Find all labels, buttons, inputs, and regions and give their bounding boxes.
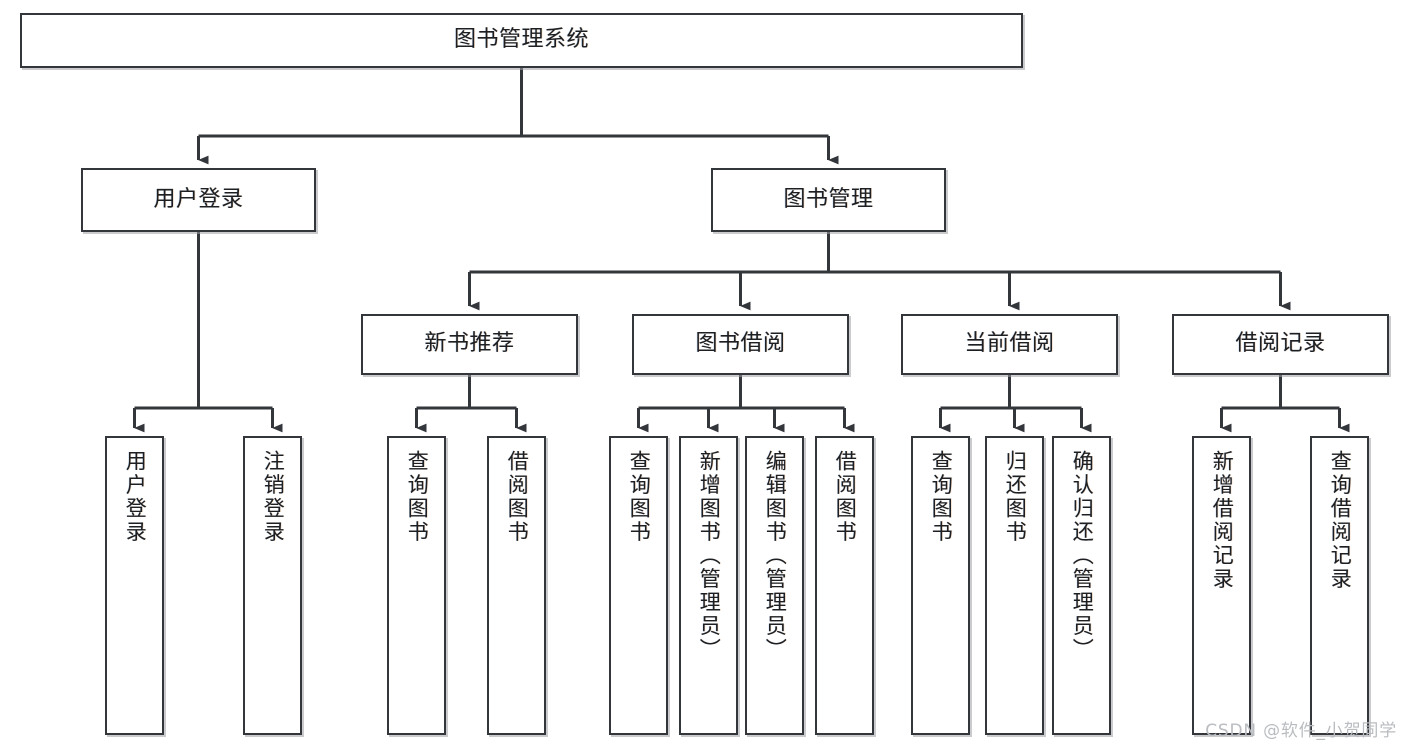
node-leaf-borrow-book-recommend-label: 借阅图书 [505, 450, 530, 544]
node-borrow-record-label: 借阅记录 [1235, 331, 1326, 357]
node-borrow-record[interactable]: 借阅记录 [1172, 314, 1389, 375]
node-book-borrow-label: 图书借阅 [695, 331, 786, 357]
node-leaf-user-login[interactable]: 用户登录 [105, 436, 164, 735]
node-leaf-borrow-book-label: 借阅图书 [833, 450, 858, 544]
node-leaf-return-book-label: 归还图书 [1003, 450, 1028, 544]
node-leaf-query-record[interactable]: 查询借阅记录 [1310, 436, 1369, 735]
node-leaf-confirm-return-label: 确认归还（管理员） [1070, 450, 1095, 662]
node-leaf-borrow-book-recommend[interactable]: 借阅图书 [487, 436, 546, 735]
node-leaf-add-book[interactable]: 新增图书（管理员） [679, 436, 738, 735]
node-leaf-query-book-current-label: 查询图书 [929, 450, 954, 544]
node-leaf-logout-label: 注销登录 [261, 450, 286, 544]
node-book-borrow[interactable]: 图书借阅 [632, 314, 849, 375]
node-leaf-borrow-book[interactable]: 借阅图书 [815, 436, 874, 735]
node-leaf-query-book-borrow[interactable]: 查询图书 [609, 436, 668, 735]
node-book-management[interactable]: 图书管理 [711, 168, 946, 232]
node-leaf-add-record[interactable]: 新增借阅记录 [1192, 436, 1251, 735]
node-leaf-return-book[interactable]: 归还图书 [985, 436, 1044, 735]
node-current-borrow[interactable]: 当前借阅 [901, 314, 1118, 375]
node-leaf-query-book-recommend-label: 查询图书 [405, 450, 430, 544]
node-leaf-query-record-label: 查询借阅记录 [1328, 450, 1353, 591]
node-new-book-recommend[interactable]: 新书推荐 [361, 314, 578, 375]
node-root[interactable]: 图书管理系统 [20, 13, 1023, 68]
node-leaf-add-book-label: 新增图书（管理员） [697, 450, 722, 662]
node-leaf-edit-book-label: 编辑图书（管理员） [763, 450, 788, 662]
node-user-login-label: 用户登录 [153, 186, 244, 212]
node-leaf-logout[interactable]: 注销登录 [243, 436, 302, 735]
node-leaf-query-book-borrow-label: 查询图书 [627, 450, 652, 544]
node-user-login[interactable]: 用户登录 [81, 168, 316, 232]
node-leaf-confirm-return[interactable]: 确认归还（管理员） [1052, 436, 1111, 735]
node-leaf-query-book-recommend[interactable]: 查询图书 [387, 436, 446, 735]
node-root-label: 图书管理系统 [453, 27, 589, 53]
node-book-management-label: 图书管理 [783, 186, 874, 212]
node-leaf-add-record-label: 新增借阅记录 [1210, 450, 1235, 591]
node-current-borrow-label: 当前借阅 [964, 331, 1055, 357]
node-leaf-query-book-current[interactable]: 查询图书 [911, 436, 970, 735]
node-leaf-user-login-label: 用户登录 [123, 450, 148, 544]
node-new-book-recommend-label: 新书推荐 [424, 331, 515, 357]
node-leaf-edit-book[interactable]: 编辑图书（管理员） [745, 436, 804, 735]
